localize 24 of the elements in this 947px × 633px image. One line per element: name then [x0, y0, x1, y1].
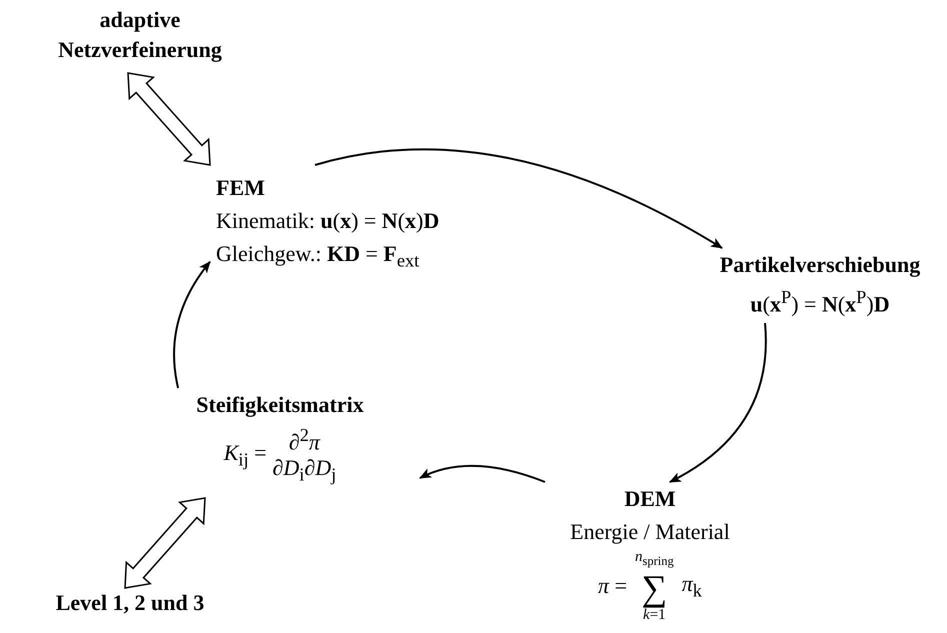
node-heading: Steifigkeitsmatrix	[195, 391, 365, 419]
hollow-double-arrow	[127, 72, 211, 166]
hollow-double-arrow	[124, 497, 206, 589]
sum-symbol: ∑	[642, 570, 668, 606]
node-heading: adaptive Netzverfeinerung	[57, 6, 223, 64]
curved-arrow	[669, 322, 767, 483]
node-text: Gleichgew.: KD = F$_{ext}$	[216, 240, 420, 272]
fraction-numerator: ∂$^{2}$π	[288, 425, 320, 456]
node-heading: DEM	[623, 485, 677, 513]
node-heading: FEM	[216, 174, 266, 202]
node-text: u(x$^{P}$) = N(x$^{P}$)D	[749, 286, 891, 318]
sum-upper-limit: n$_{spring}$	[635, 548, 674, 570]
fraction-denominator: ∂D$_{i}$∂D$_{j}$	[272, 455, 336, 486]
formula-text: K$_{ij}$ =	[224, 440, 267, 471]
curved-arrow	[173, 261, 211, 388]
curved-arrow	[419, 465, 546, 483]
node-text: Kinematik: u(x) = N(x)D	[216, 207, 440, 235]
curved-arrow	[314, 148, 723, 249]
node-heading: Level 1, 2 und 3	[54, 589, 206, 617]
formula-text: π$_{k}$	[682, 570, 702, 602]
formula-text: π =	[598, 573, 627, 599]
sum-lower-limit: k=1	[643, 607, 666, 624]
node-text: Energie / Material	[569, 518, 731, 546]
node-heading: Partikelverschiebung	[718, 251, 922, 279]
